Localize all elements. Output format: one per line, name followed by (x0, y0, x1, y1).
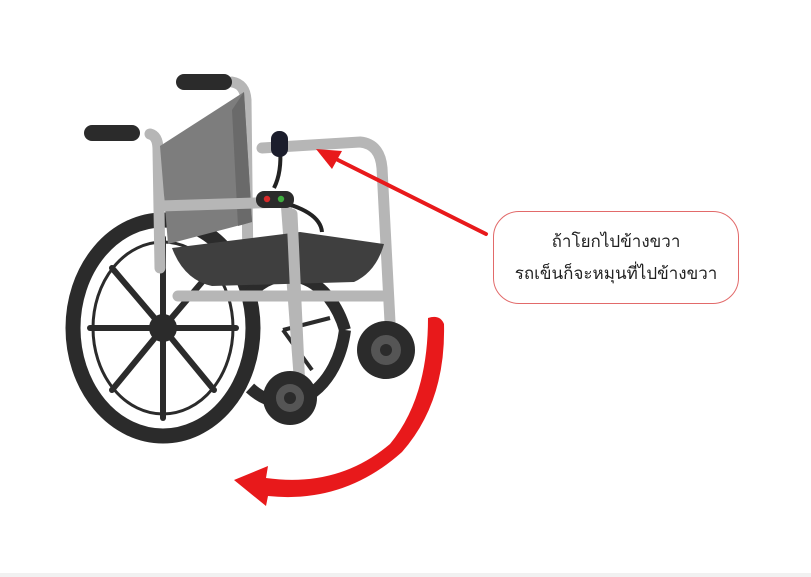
front-caster-wheel-icon (263, 321, 415, 425)
callout-line-2: รถเข็นก็จะหมุนที่ไปข้างขวา (514, 263, 718, 284)
joystick-icon (256, 131, 324, 233)
bottom-divider (0, 573, 811, 577)
instruction-callout: ถ้าโยกไปข้างขวา รถเข็นก็จะหมุนที่ไปข้างข… (493, 211, 739, 304)
seat (172, 232, 384, 286)
back-frame (84, 74, 254, 278)
pointer-arrow-icon (316, 149, 488, 236)
rotation-arrow-icon (234, 316, 445, 506)
callout-line-1: ถ้าโยกไปข้างขวา (551, 231, 681, 252)
